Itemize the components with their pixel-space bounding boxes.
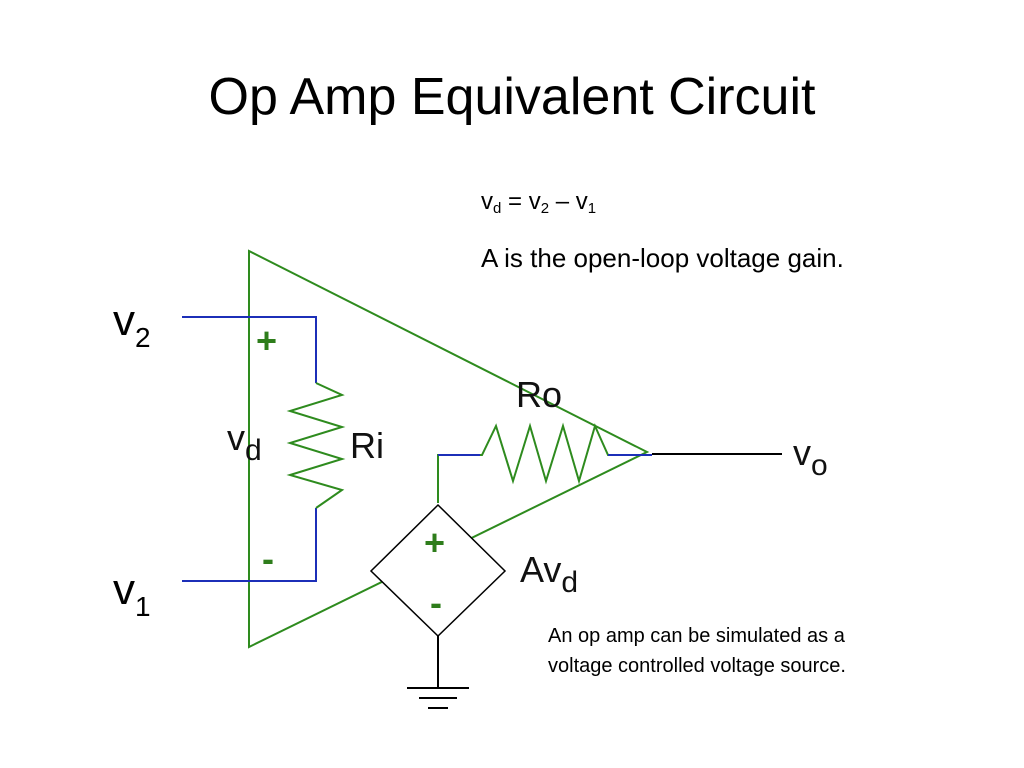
ro-label: Ro	[516, 374, 563, 415]
v1-input-label: v1	[113, 565, 151, 632]
vd-equation: vd = v2 – v1	[481, 184, 596, 227]
v2-var: v	[113, 296, 135, 345]
v1-input-wire	[182, 508, 317, 582]
input-plus-sign: +	[256, 320, 278, 361]
ground-icon	[407, 687, 469, 709]
eq-term1-sub: 2	[540, 200, 550, 217]
note-line-1: An op amp can be simulated as a	[548, 625, 845, 647]
eq-term2-sub: 1	[587, 200, 597, 217]
input-minus-sign: -	[262, 538, 274, 579]
eq-term2-var: v	[575, 188, 588, 215]
gain-description: A is the open-loop voltage gain.	[481, 243, 844, 273]
v1-sub: 1	[135, 591, 151, 622]
avd-sub: d	[561, 566, 579, 599]
vo-var: v	[793, 432, 811, 473]
eq-minus: –	[555, 188, 570, 215]
v2-input-label: v2	[113, 296, 151, 363]
source-minus-sign: -	[430, 582, 442, 623]
v1-var: v	[113, 565, 135, 614]
source-plus-sign: +	[424, 522, 446, 563]
vd-sub: d	[245, 434, 262, 467]
eq-equals: =	[508, 188, 523, 215]
avd-source-label: Avd	[520, 550, 578, 603]
vd-var: v	[227, 417, 245, 458]
slide-title: Op Amp Equivalent Circuit	[208, 68, 816, 126]
v2-sub: 2	[135, 322, 151, 353]
eq-lhs-sub: d	[493, 200, 502, 217]
vcvs-note: An op amp can be simulated as a voltage …	[548, 621, 846, 681]
note-line-2: voltage controlled voltage source.	[548, 655, 846, 677]
vo-sub: o	[811, 449, 828, 482]
eq-term1-var: v	[528, 188, 541, 215]
vo-output-label: vo	[793, 433, 828, 486]
ri-resistor	[286, 382, 346, 509]
ri-label: Ri	[350, 425, 384, 466]
vd-label: vd	[227, 418, 262, 471]
v2-input-wire	[182, 316, 317, 383]
avd-var: Av	[520, 549, 562, 590]
eq-lhs-var: v	[481, 188, 493, 215]
